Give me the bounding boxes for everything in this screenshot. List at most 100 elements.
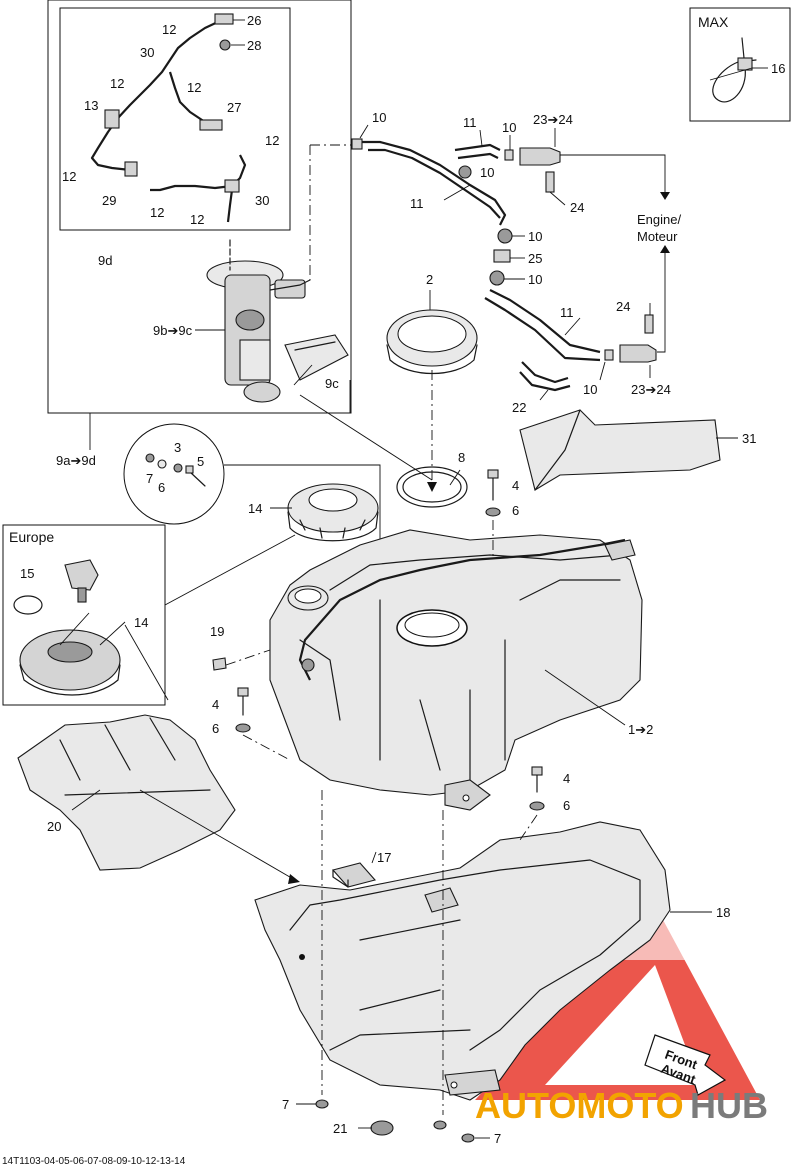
callout-2: 2 bbox=[426, 272, 433, 287]
callout-9a-9d: 9a➔9d bbox=[56, 453, 96, 468]
watermark-text-hub: HUB bbox=[690, 1085, 768, 1126]
fuel-hose-11-lower bbox=[484, 289, 657, 363]
callout-10: 10 bbox=[528, 272, 542, 287]
callout-10: 10 bbox=[480, 165, 494, 180]
clip-15 bbox=[13, 595, 43, 615]
clamps-and-tee-25 bbox=[489, 228, 513, 286]
callout-7: 7 bbox=[494, 1131, 501, 1146]
skid-plate-18 bbox=[254, 821, 671, 1101]
fuel-line-subassembly-frame bbox=[59, 7, 291, 231]
callout-17: 17 bbox=[377, 850, 391, 865]
seal-ring-8 bbox=[396, 466, 468, 508]
callout-12: 12 bbox=[187, 80, 201, 95]
diagram-code: 14T1103-04-05-06-07-08-09-10-12-13-14 bbox=[2, 1156, 186, 1167]
fuel-hose-11-short bbox=[454, 143, 561, 179]
nut-7-right bbox=[461, 1133, 475, 1143]
callout-30: 30 bbox=[140, 45, 154, 60]
callout-10: 10 bbox=[372, 110, 386, 125]
callout-15: 15 bbox=[20, 566, 34, 581]
callout-9d: 9d bbox=[98, 253, 112, 268]
europe-lock-cylinder bbox=[64, 559, 99, 603]
fitting-29 bbox=[124, 161, 138, 177]
heat-panel-20 bbox=[17, 714, 236, 871]
small-fuel-hoses bbox=[90, 13, 247, 223]
fuel-filter-9c bbox=[284, 334, 349, 381]
callout-16: 16 bbox=[771, 61, 785, 76]
heat-shield-31 bbox=[519, 409, 721, 491]
tee-fitting-30 bbox=[224, 179, 240, 193]
callout-14: 14 bbox=[134, 615, 148, 630]
callout-25: 25 bbox=[528, 251, 542, 266]
part-callouts: 26 28 12 30 12 12 13 27 12 12 29 12 12 3… bbox=[20, 13, 785, 1146]
europe-fuel-cap-14 bbox=[19, 629, 121, 696]
callout-6: 6 bbox=[158, 480, 165, 495]
callout-13: 13 bbox=[84, 98, 98, 113]
fitting-27 bbox=[199, 119, 223, 131]
max-box-title: MAX bbox=[698, 14, 729, 30]
watermark-text-auto: AUTOMOTO bbox=[475, 1085, 684, 1126]
callout-12: 12 bbox=[162, 22, 176, 37]
callout-12: 12 bbox=[150, 205, 164, 220]
lock-ring-2 bbox=[386, 309, 478, 375]
callout-28: 28 bbox=[247, 38, 261, 53]
europe-box-title: Europe bbox=[9, 529, 54, 545]
max-model-frame bbox=[689, 7, 791, 122]
callout-5: 5 bbox=[197, 454, 204, 469]
callout-9b-9c: 9b➔9c bbox=[153, 323, 193, 338]
callout-10: 10 bbox=[502, 120, 516, 135]
callout-29: 29 bbox=[102, 193, 116, 208]
callout-4: 4 bbox=[212, 697, 219, 712]
callout-7: 7 bbox=[282, 1097, 289, 1112]
callout-18: 18 bbox=[716, 905, 730, 920]
callout-4: 4 bbox=[563, 771, 570, 786]
callout-23-24: 23➔24 bbox=[631, 382, 671, 397]
fuel-hose-11-upper bbox=[351, 138, 507, 226]
vent-hose-22 bbox=[519, 361, 571, 392]
sensor-fasteners-detail bbox=[123, 423, 225, 525]
callout-27: 27 bbox=[227, 100, 241, 115]
callout-23-24: 23➔24 bbox=[533, 112, 573, 127]
callout-4: 4 bbox=[512, 478, 519, 493]
callout-10: 10 bbox=[528, 229, 542, 244]
callout-10: 10 bbox=[583, 382, 597, 397]
plug-24-upper bbox=[545, 171, 555, 193]
grommet-21 bbox=[370, 1120, 394, 1136]
engine-label: Engine/ bbox=[637, 212, 681, 227]
fuel-pump-assembly bbox=[206, 260, 311, 403]
callout-14: 14 bbox=[248, 501, 262, 516]
callout-11: 11 bbox=[410, 196, 424, 211]
rubber-pad-17 bbox=[331, 862, 377, 888]
callout-24: 24 bbox=[570, 200, 584, 215]
callout-31: 31 bbox=[742, 431, 756, 446]
callout-12: 12 bbox=[265, 133, 279, 148]
callout-11: 11 bbox=[560, 305, 574, 320]
callout-30: 30 bbox=[255, 193, 269, 208]
fuel-cap-14 bbox=[287, 483, 379, 542]
callout-19: 19 bbox=[210, 624, 224, 639]
fasteners-3-5-6-7 bbox=[145, 453, 206, 487]
callout-26: 26 bbox=[247, 13, 261, 28]
nut-28 bbox=[219, 39, 231, 51]
callout-20: 20 bbox=[47, 819, 61, 834]
callout-8: 8 bbox=[458, 450, 465, 465]
quick-connector-26 bbox=[214, 13, 234, 25]
callout-12: 12 bbox=[62, 169, 76, 184]
callout-1-2: 1➔2 bbox=[628, 722, 653, 737]
callout-9c: 9c bbox=[325, 376, 339, 391]
callout-6: 6 bbox=[563, 798, 570, 813]
europe-variant-frame bbox=[2, 524, 166, 706]
connector-13 bbox=[104, 109, 120, 129]
callout-6: 6 bbox=[212, 721, 219, 736]
fuel-tank-1 bbox=[269, 529, 643, 811]
callout-12: 12 bbox=[190, 212, 204, 227]
nut-7-bottom bbox=[433, 1120, 447, 1130]
cable-tie-16 bbox=[712, 37, 757, 103]
moteur-label: Moteur bbox=[637, 229, 678, 244]
fuel-pump-group-frame bbox=[47, 0, 352, 414]
callout-21: 21 bbox=[333, 1121, 347, 1136]
callout-7: 7 bbox=[146, 471, 153, 486]
callout-6: 6 bbox=[512, 503, 519, 518]
callout-22: 22 bbox=[512, 400, 526, 415]
callout-11: 11 bbox=[463, 115, 477, 130]
